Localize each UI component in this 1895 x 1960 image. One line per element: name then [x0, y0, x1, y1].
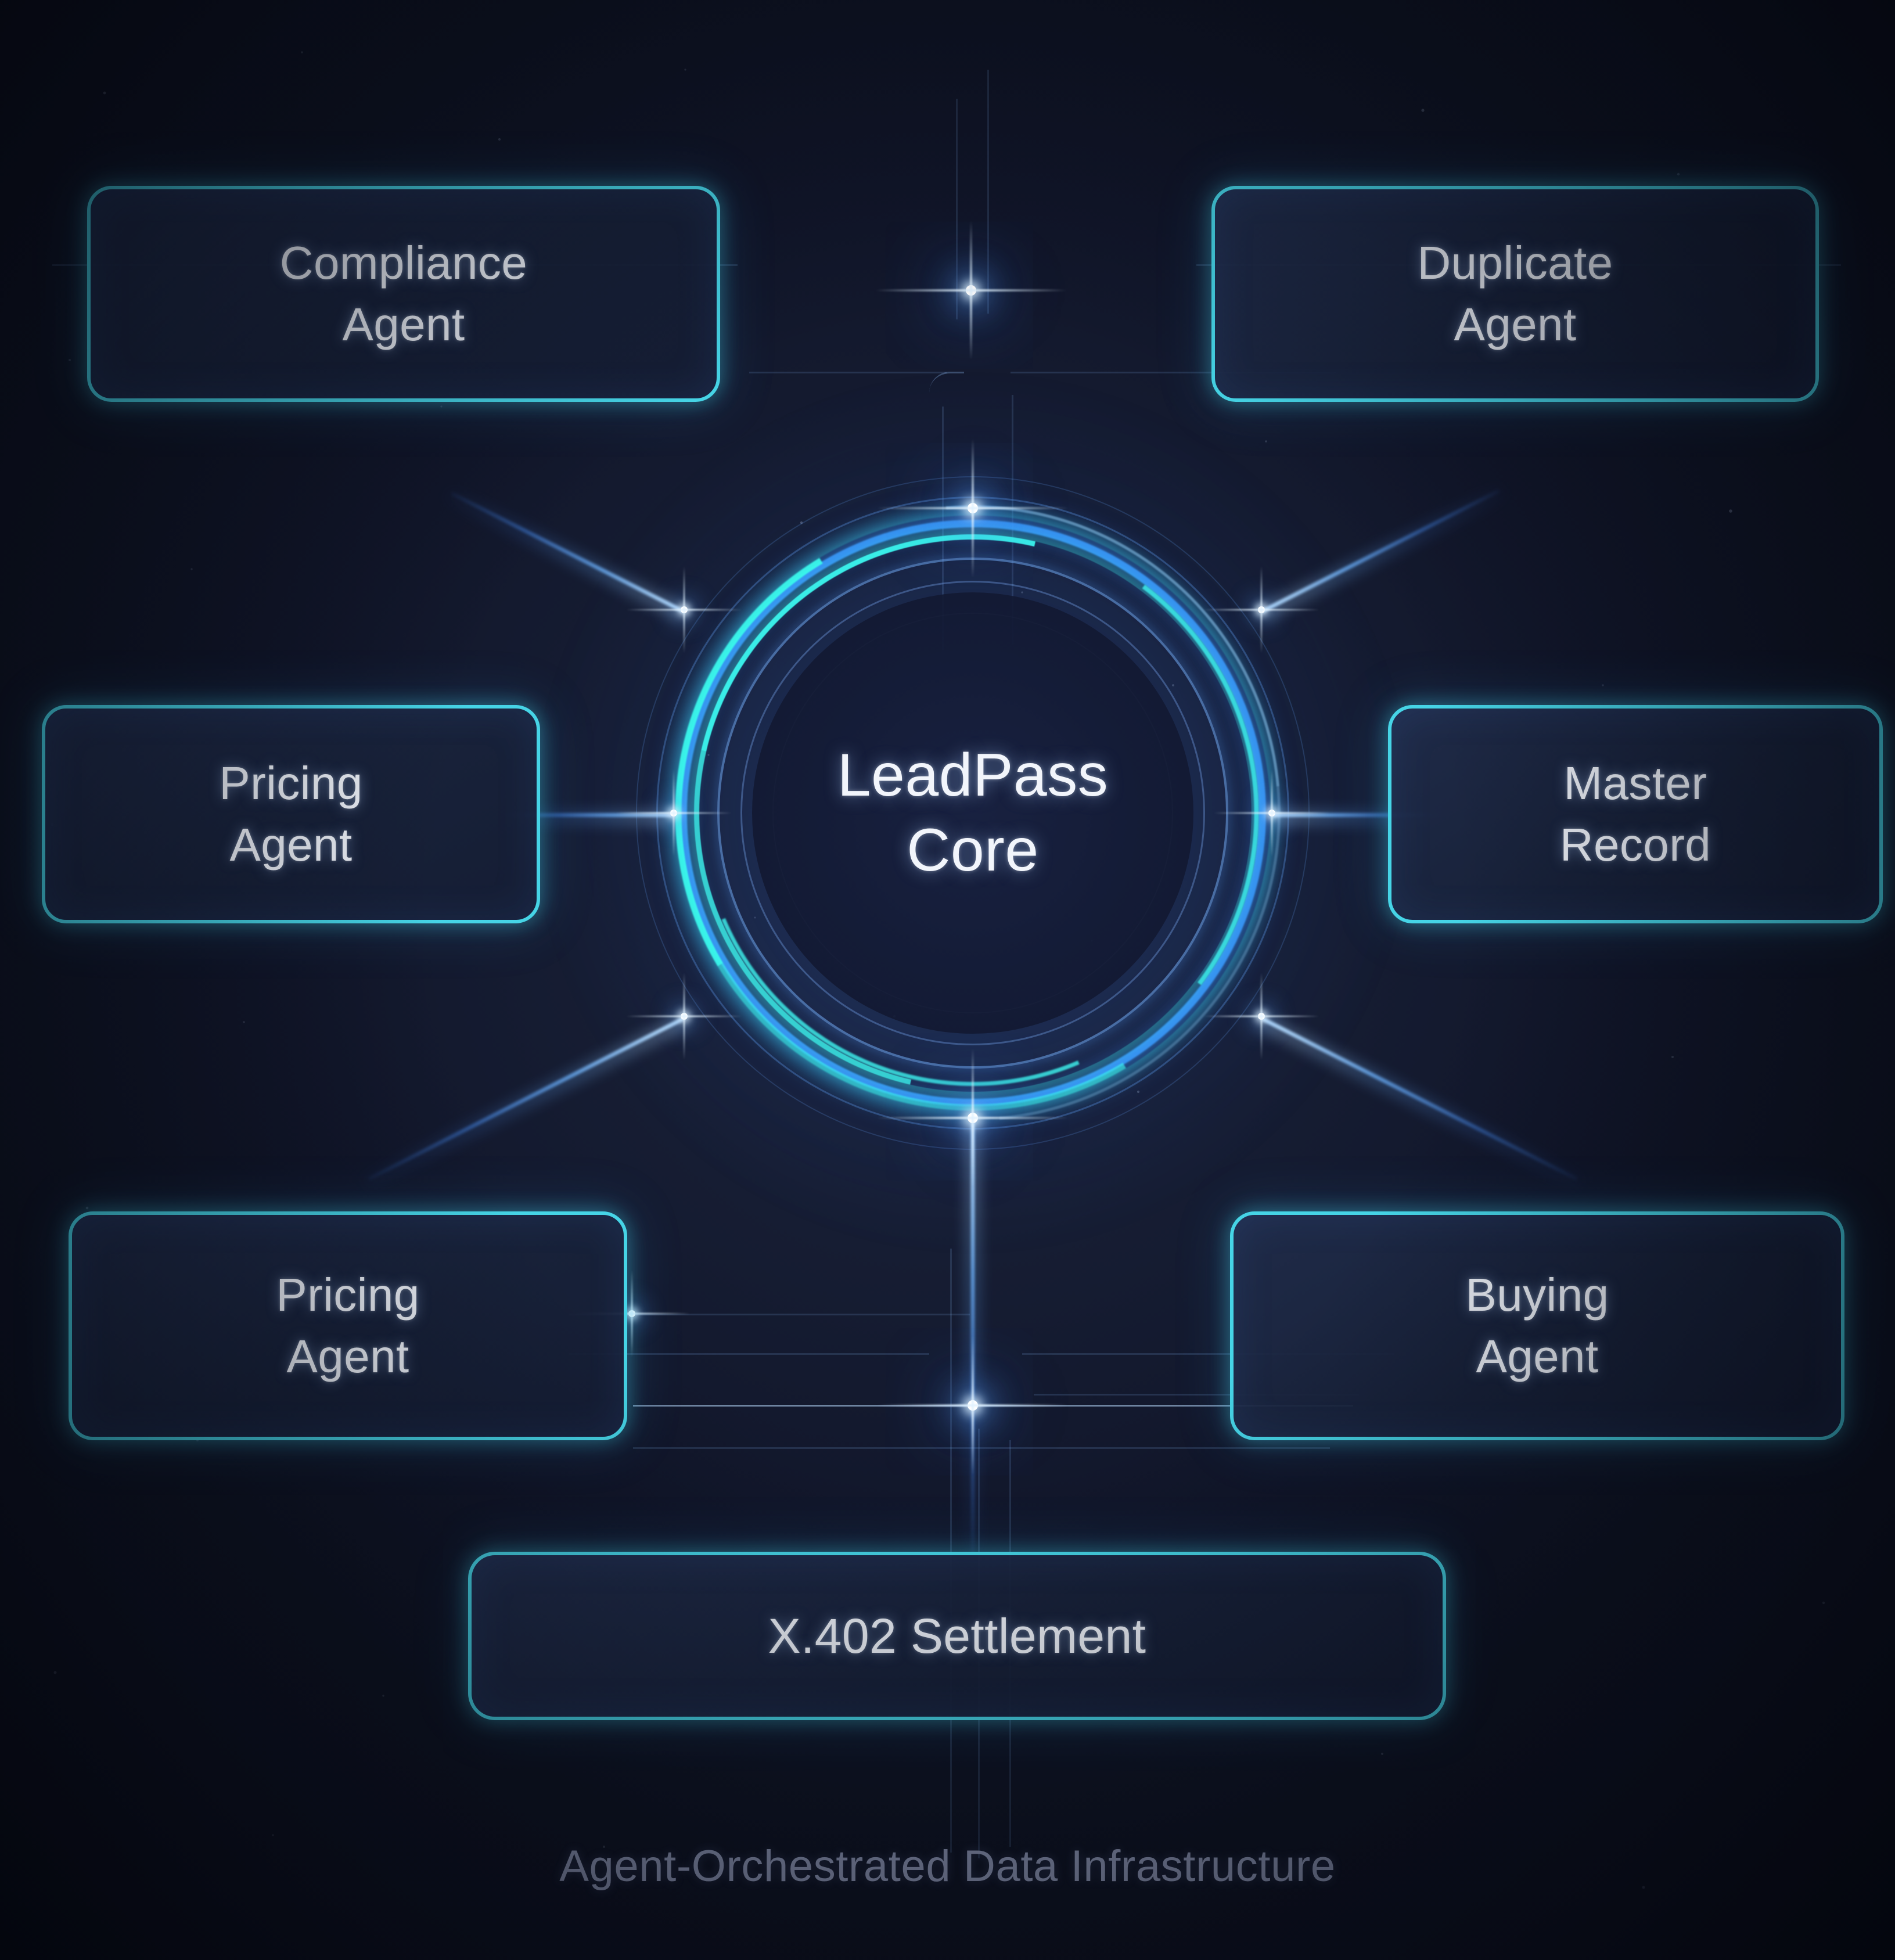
node-box-label: Compliance Agent [279, 237, 528, 350]
node-box-buying-agent[interactable]: Buying Agent [1230, 1211, 1844, 1440]
junction-node-left-lower [628, 1310, 635, 1317]
junction-node-bottom [968, 1400, 978, 1411]
node-box-duplicate-agent[interactable]: Duplicate Agent [1211, 186, 1819, 402]
ring-node-west [670, 810, 677, 817]
node-box-label: Pricing Agent [219, 757, 363, 871]
circuit-trace [987, 70, 989, 314]
circuit-trace [633, 1447, 1330, 1449]
junction-node-top [966, 285, 976, 296]
ring-node-east [1268, 810, 1275, 817]
ring-node-south [968, 1113, 978, 1123]
node-box-x402-settlement[interactable]: X.402 Settlement [468, 1552, 1446, 1720]
circuit-trace [749, 372, 947, 373]
core-label: LeadPass Core [837, 742, 1109, 884]
node-box-master-record[interactable]: Master Record [1388, 705, 1883, 923]
ring-node-north [968, 503, 978, 513]
node-box-label: Master Record [1559, 757, 1711, 871]
ring-node-southeast [1258, 1013, 1265, 1020]
node-box-label: Buying Agent [1465, 1269, 1609, 1382]
diagram-caption: Agent-Orchestrated Data Infrastructure [559, 1842, 1336, 1891]
node-box-pricing-agent-left[interactable]: Pricing Agent [42, 705, 540, 923]
node-box-label: Pricing Agent [276, 1269, 420, 1382]
ring-node-southwest [681, 1013, 688, 1020]
node-box-label: X.402 Settlement [768, 1608, 1146, 1663]
circuit-trace [956, 99, 958, 319]
node-box-pricing-agent-bottom[interactable]: Pricing Agent [69, 1211, 627, 1440]
ring-node-northwest [681, 606, 688, 613]
node-box-label: Duplicate Agent [1417, 237, 1613, 350]
node-box-compliance-agent[interactable]: Compliance Agent [87, 186, 720, 402]
circuit-trace [950, 1249, 952, 1853]
ring-node-northeast [1258, 606, 1265, 613]
